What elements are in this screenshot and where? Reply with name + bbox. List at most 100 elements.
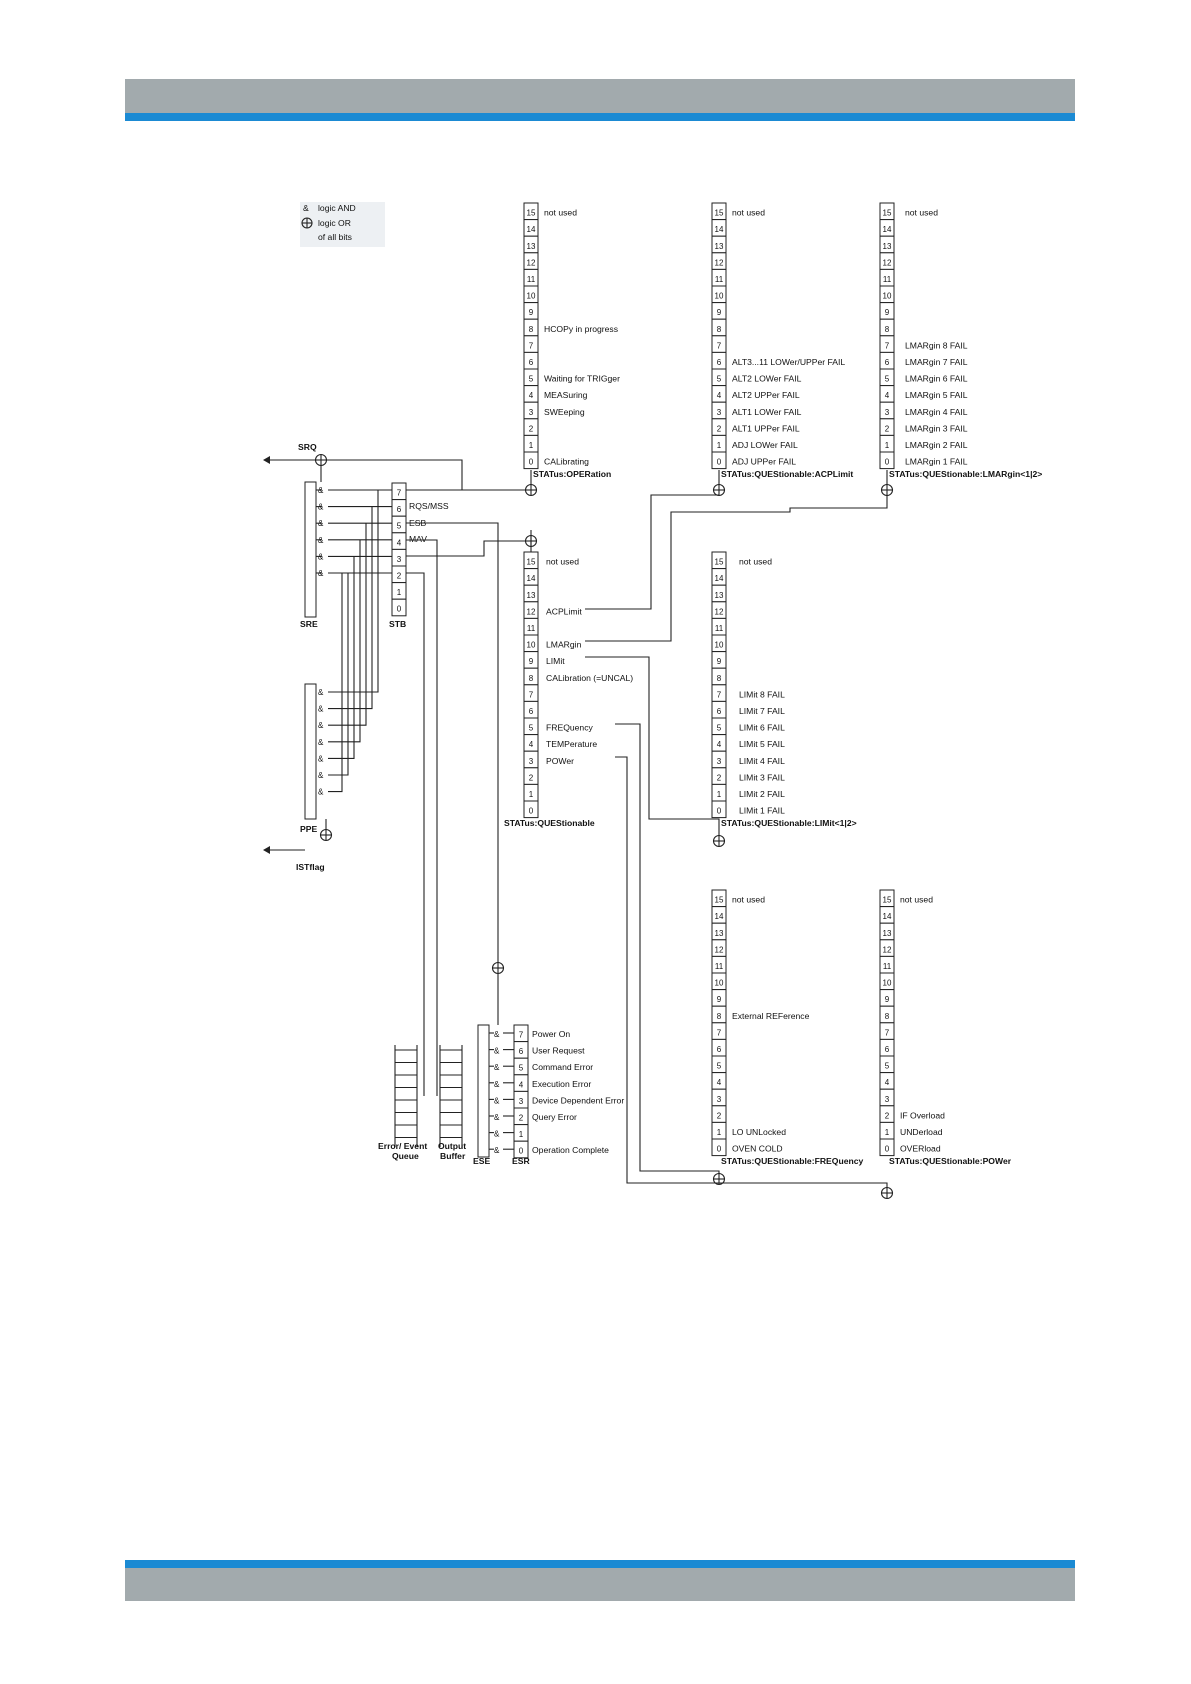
bit-cell — [879, 451, 895, 470]
stb-bit-number: 6 — [397, 505, 402, 514]
bit-number: 1 — [717, 790, 722, 799]
bit-number: 3 — [529, 408, 534, 417]
bit-number: 4 — [885, 391, 890, 400]
bit-number: 7 — [717, 1028, 722, 1037]
bit-label: ALT1 LOWer FAIL — [732, 407, 802, 417]
bit-number: 8 — [717, 325, 722, 334]
bit-number: 2 — [717, 424, 722, 433]
bit-number: 6 — [717, 1045, 722, 1054]
bit-label: ALT2 LOWer FAIL — [732, 374, 802, 384]
bit-label: LMARgin 5 FAIL — [905, 390, 968, 400]
and-symbol: & — [494, 1113, 500, 1122]
bit-number: 12 — [527, 607, 536, 616]
header-blue-rule — [125, 113, 1075, 121]
bit-number: 9 — [717, 657, 722, 666]
esr-bit-number: 6 — [519, 1047, 524, 1056]
and-symbol: & — [494, 1030, 500, 1039]
sre-label: SRE — [300, 619, 318, 629]
bit-label: HCOPy in progress — [544, 324, 618, 334]
bit-number: 1 — [717, 441, 722, 450]
bit-number: 13 — [715, 591, 724, 600]
bit-number: 1 — [885, 1128, 890, 1137]
bit-number: 3 — [717, 1095, 722, 1104]
stb-bit-number: 1 — [397, 588, 402, 597]
or-gate-icon — [712, 834, 726, 848]
bit-number: 7 — [529, 341, 534, 350]
bit-number: 14 — [715, 912, 724, 921]
bit-label: CALibrating — [544, 457, 589, 467]
stb-bit6-label: RQS/MSS — [409, 501, 449, 511]
stb-bit-number: 5 — [397, 522, 402, 531]
esr-bit-label: Query Error — [532, 1112, 577, 1122]
bit-number: 9 — [885, 995, 890, 1004]
sre-and-symbol: & — [318, 503, 324, 512]
esr-bit-number: 4 — [519, 1080, 524, 1089]
bit-label: LMARgin 1 FAIL — [905, 457, 968, 467]
bit-label: LIMit 5 FAIL — [739, 739, 785, 749]
bit-number: 9 — [529, 308, 534, 317]
istflag-label: ISTflag — [296, 862, 325, 872]
bit-number: 3 — [885, 408, 890, 417]
bit-label: OVEN COLD — [732, 1144, 783, 1154]
bit-label: ADJ UPPer FAIL — [732, 457, 796, 467]
bit-number: 11 — [715, 275, 724, 284]
bit-label: LIMit 7 FAIL — [739, 706, 785, 716]
bit-number: 5 — [885, 375, 890, 384]
ppe-and-symbol: & — [318, 721, 324, 730]
or-gate-icon — [524, 483, 538, 497]
bit-number: 13 — [715, 929, 724, 938]
bit-label: ACPLimit — [546, 606, 582, 616]
bit-number: 15 — [527, 558, 536, 567]
or-gate-icon — [880, 483, 894, 497]
sre-and-symbol: & — [318, 569, 324, 578]
bit-label: ADJ LOWer FAIL — [732, 440, 798, 450]
bit-number: 4 — [717, 391, 722, 400]
bit-label: LMARgin — [546, 640, 582, 650]
bit-number: 11 — [527, 624, 536, 633]
and-symbol: & — [494, 1096, 500, 1105]
stb-bit-number: 3 — [397, 555, 402, 564]
bit-label: FREQuency — [546, 723, 594, 733]
bit-number: 12 — [715, 258, 724, 267]
operation-title: STATus:OPERation — [533, 469, 611, 479]
or-gate-icon — [314, 453, 328, 467]
stb-bit4-label: MAV — [409, 534, 427, 544]
bit-number: 11 — [715, 962, 724, 971]
bit-number: 9 — [885, 308, 890, 317]
bit-number: 15 — [715, 209, 724, 218]
bit-label: not used — [544, 208, 577, 218]
bit-number: 0 — [717, 807, 722, 816]
bit-number: 4 — [529, 740, 534, 749]
stb-bit-number: 7 — [397, 489, 402, 498]
bit-label: LIMit 2 FAIL — [739, 789, 785, 799]
bit-label: LMARgin 8 FAIL — [905, 340, 968, 350]
bit-number: 8 — [885, 1012, 890, 1021]
bit-number: 2 — [717, 773, 722, 782]
bit-number: 6 — [885, 358, 890, 367]
bit-number: 10 — [883, 292, 892, 301]
srq-arrow-icon — [263, 456, 270, 464]
and-symbol: & — [494, 1146, 500, 1155]
bit-number: 8 — [885, 325, 890, 334]
sre-and-symbol: & — [318, 486, 324, 495]
bit-number: 5 — [717, 375, 722, 384]
bit-number: 14 — [527, 574, 536, 583]
bit-cell — [711, 1138, 727, 1157]
bit-number: 5 — [885, 1062, 890, 1071]
and-symbol: & — [494, 1047, 500, 1056]
bit-number: 1 — [529, 441, 534, 450]
bit-number: 7 — [717, 341, 722, 350]
sre-and-symbol: & — [318, 536, 324, 545]
bit-number: 11 — [527, 275, 536, 284]
bit-label: not used — [732, 895, 765, 905]
bit-number: 6 — [529, 358, 534, 367]
bit-label: LIMit 6 FAIL — [739, 723, 785, 733]
bit-number: 14 — [883, 225, 892, 234]
bit-number: 9 — [717, 995, 722, 1004]
